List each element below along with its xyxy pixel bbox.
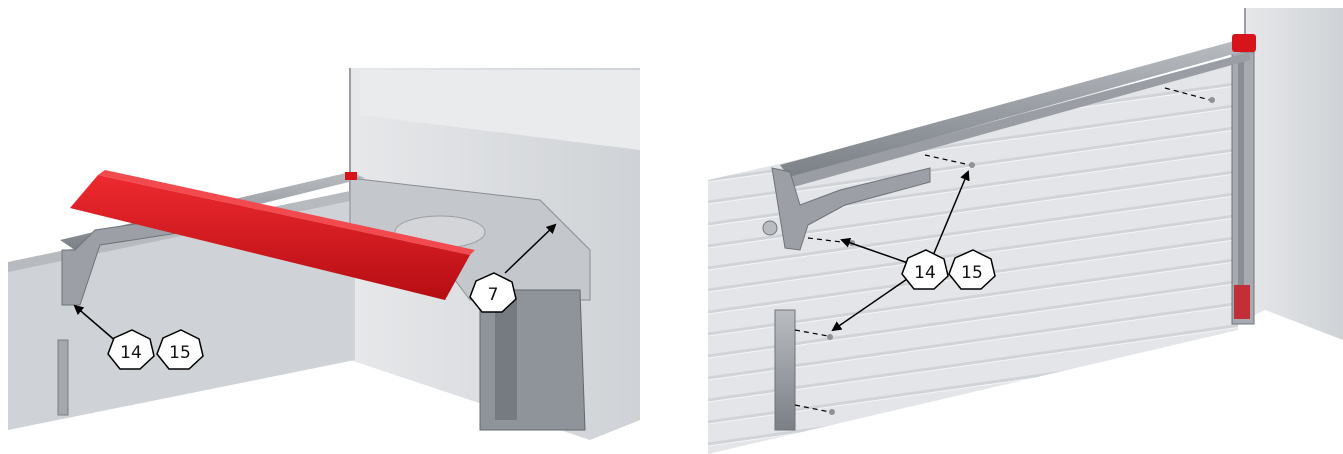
red-weatherstrip bbox=[70, 175, 470, 300]
leader-line-7 bbox=[504, 223, 557, 274]
callout-hex-15-right bbox=[948, 249, 996, 290]
washer bbox=[762, 220, 778, 236]
callout-label-15-left: 15 bbox=[169, 343, 191, 363]
rail-end-cap bbox=[1232, 34, 1256, 52]
left-panel bbox=[8, 68, 640, 440]
rail-bracket bbox=[771, 167, 931, 251]
back-wall-upper bbox=[360, 70, 640, 150]
callout-hex-7 bbox=[469, 272, 517, 313]
callout-hex-15-left bbox=[156, 329, 204, 370]
leader-line-a bbox=[931, 170, 970, 259]
callout-label-15-right: 15 bbox=[961, 263, 983, 283]
panel-slot bbox=[57, 339, 69, 416]
callout-hex-14-left bbox=[107, 329, 155, 370]
callout-label-7: 7 bbox=[488, 285, 499, 305]
side-wall bbox=[1245, 8, 1343, 340]
screws bbox=[794, 87, 1211, 413]
right-panel bbox=[708, 8, 1343, 454]
leader-line-b bbox=[840, 237, 909, 264]
left-callouts: 14 15 7 bbox=[73, 223, 557, 370]
callout-label-14-right: 14 bbox=[914, 263, 936, 283]
right-callouts: 14 15 bbox=[831, 170, 996, 332]
leader-line-c bbox=[831, 276, 911, 332]
callout-label-14-left: 14 bbox=[120, 343, 142, 363]
callout-hex-14-right bbox=[901, 249, 949, 290]
lower-bracket bbox=[774, 309, 796, 431]
leader-line-14 bbox=[73, 304, 119, 344]
top-rail bbox=[780, 38, 1255, 178]
